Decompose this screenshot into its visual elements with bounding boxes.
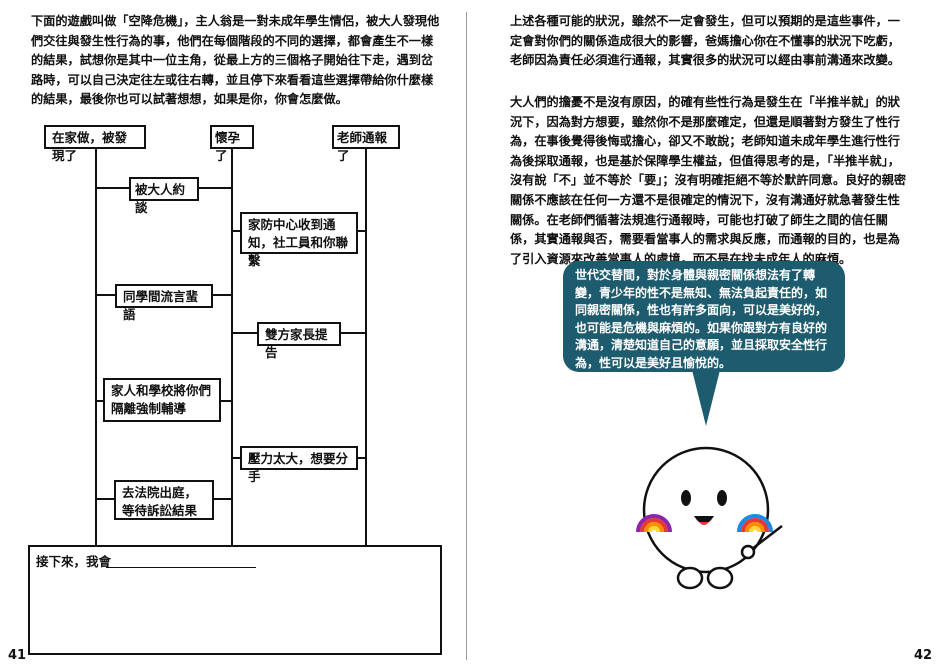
rainbow-cheek-mascot-icon bbox=[636, 446, 783, 590]
page-gutter bbox=[466, 12, 467, 660]
right-paragraph-1: 上述各種可能的狀況，雖然不一定會發生，但可以預期的是這些事件，一定會對你們的關係… bbox=[510, 14, 900, 68]
ladder-box-court: 去法院出庭，等待訴訟結果 bbox=[114, 480, 214, 520]
right-paragraph-2: 大人們的擔憂不是沒有原因，的確有些性行為是發生在「半推半就」的狀況下，因為對方想… bbox=[510, 95, 907, 266]
ladder-box-parents-sue: 雙方家長提告 bbox=[257, 322, 341, 360]
page-number-right: 42 bbox=[914, 648, 933, 663]
ladder-box-breakup: 壓力太大，想要分手 bbox=[240, 446, 358, 484]
ladder-start-teacher-reported[interactable]: 老師通報了 bbox=[332, 125, 400, 163]
speech-bubble-tail bbox=[692, 370, 720, 426]
page-number-left: 41 bbox=[8, 648, 27, 663]
ladder-box-talked-by-adults: 被大人約談 bbox=[129, 177, 199, 215]
answer-label: 接下來，我會 bbox=[36, 554, 112, 569]
ladder-start-caught-at-home[interactable]: 在家做，被發現了 bbox=[44, 125, 146, 163]
intro-paragraph: 下面的遊戲叫做「空降危機」，主人翁是一對未成年學生情侶，被大人發現他們交往與發生… bbox=[31, 14, 440, 107]
answer-write-box[interactable]: 接下來，我會 bbox=[28, 545, 442, 655]
ladder-line-left bbox=[95, 145, 97, 545]
speech-bubble: 世代交替間，對於身體與親密關係想法有了轉變，青少年的性不是無知、無法負起責任的，… bbox=[563, 261, 845, 372]
ladder-box-gossip: 同學間流言蜚語 bbox=[115, 284, 213, 322]
ladder-box-forced-counseling: 家人和學校將你們隔離強制輔導 bbox=[103, 378, 221, 422]
answer-blank-line[interactable] bbox=[106, 567, 256, 568]
ladder-box-social-worker: 家防中心收到通知，社工員和你聯繫 bbox=[240, 212, 358, 268]
ladder-start-pregnant[interactable]: 懷孕了 bbox=[210, 125, 254, 163]
ladder-line-middle bbox=[231, 145, 233, 545]
ladder-line-right bbox=[365, 145, 367, 545]
